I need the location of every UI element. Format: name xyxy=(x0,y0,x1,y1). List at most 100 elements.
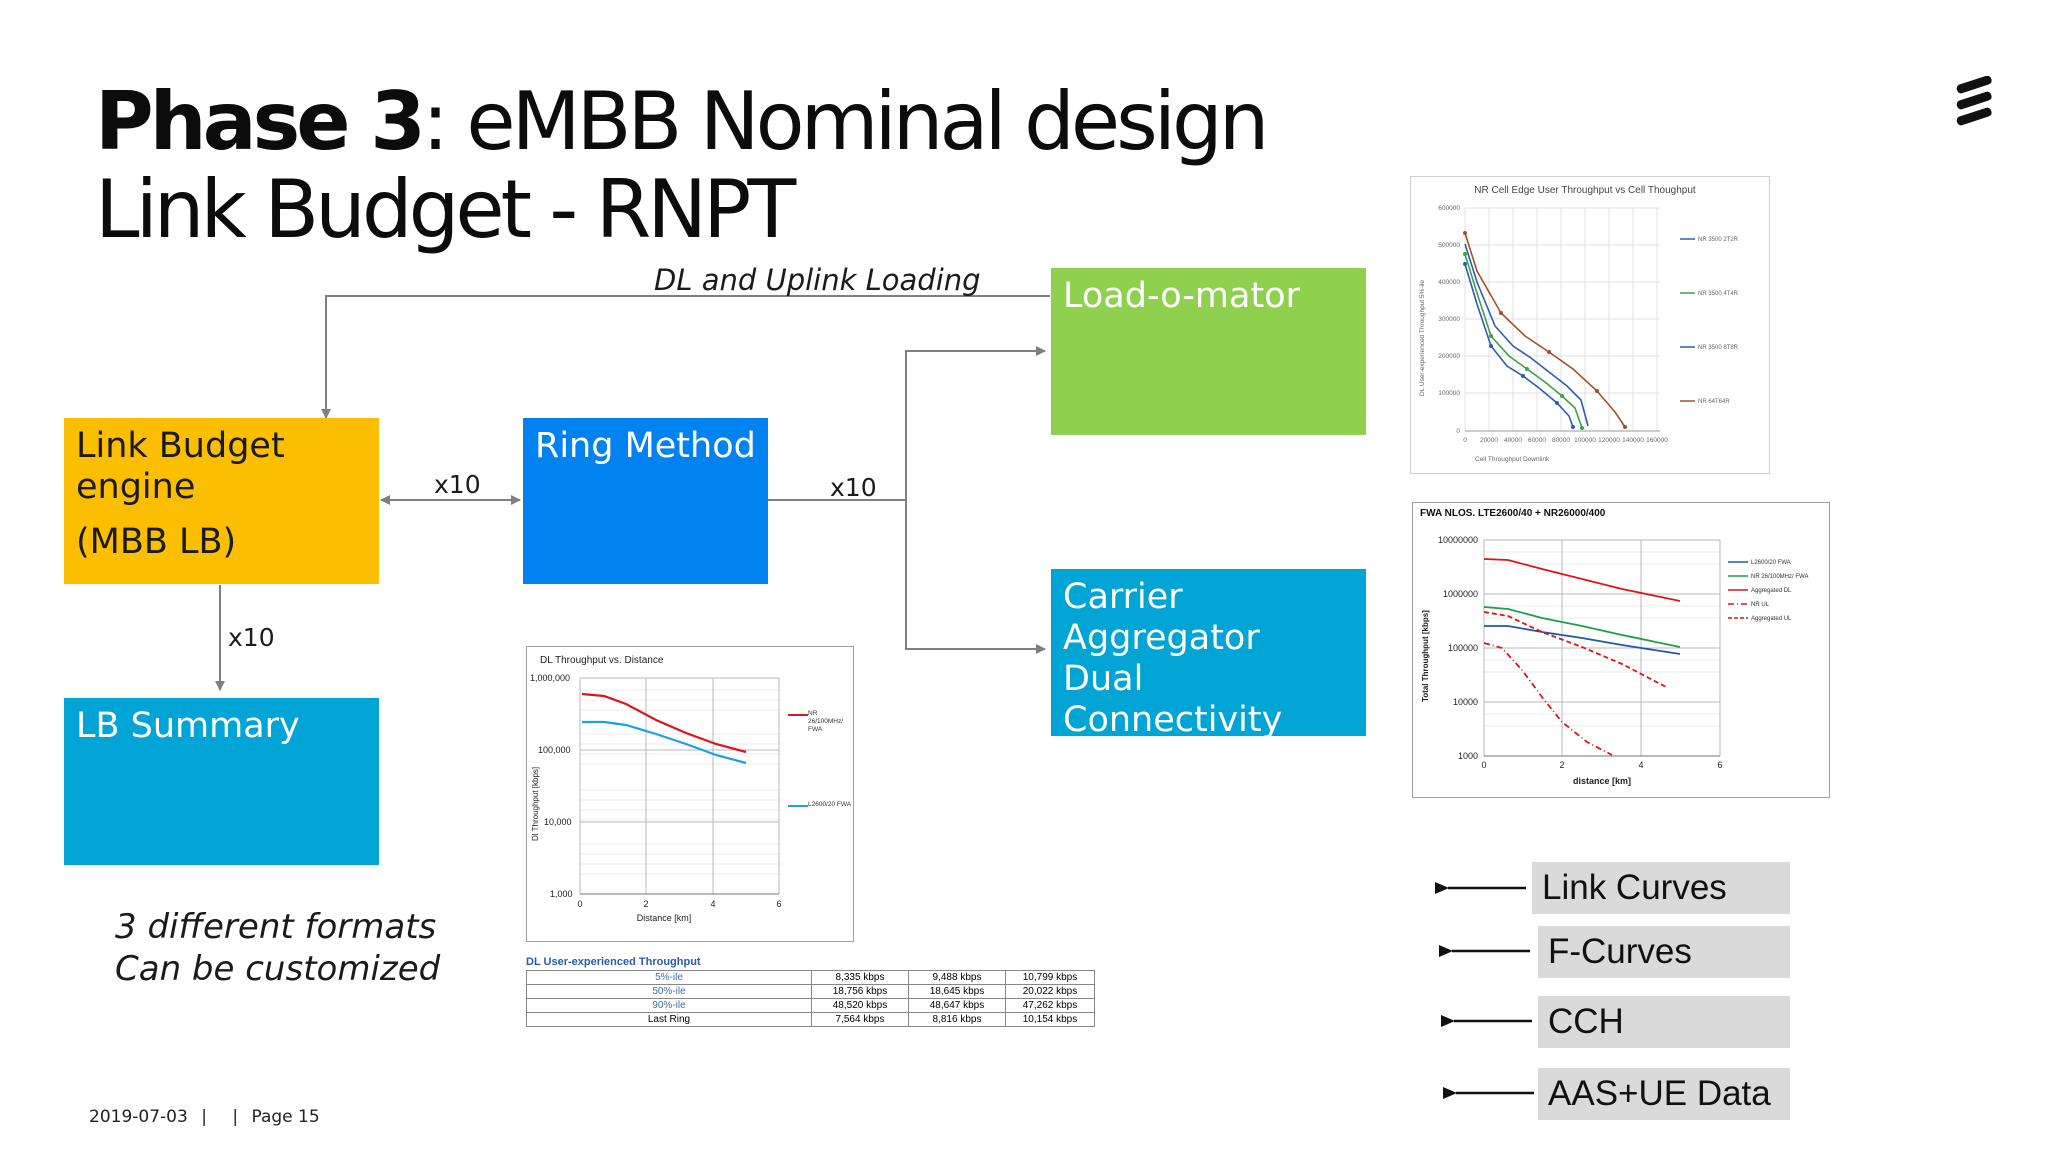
slide-title: Phase 3: eMBB Nominal design Link Budget… xyxy=(95,75,1270,256)
table-cell: 48,647 kbps xyxy=(908,998,1006,1013)
c1-ytick-1: 500000 xyxy=(1438,242,1460,249)
c2-series-aggregated-dl xyxy=(1483,558,1681,602)
c1-xtick-8: 160000 xyxy=(1646,437,1668,444)
table-cell: 8,816 kbps xyxy=(908,1012,1006,1027)
flow-label: DL and Uplink Loading xyxy=(654,263,981,297)
multiplier-engine-ring: x10 xyxy=(434,470,481,499)
c1-series-8t8r xyxy=(1464,243,1589,427)
chart1-ylabel: DL User-experienced Throughput 5%-ile xyxy=(1419,280,1426,396)
c2-series-nr-fwa xyxy=(1483,606,1681,648)
c1-xtick-0: 0 xyxy=(1463,437,1467,444)
c1-ytick-6: 0 xyxy=(1456,428,1460,435)
c2-ytick-4: 1000 xyxy=(1458,751,1478,761)
c1-ytick-2: 400000 xyxy=(1438,279,1460,286)
table-cell: 47,262 kbps xyxy=(1005,998,1095,1013)
ring-method-box[interactable]: Ring Method xyxy=(523,418,768,584)
c2-legend-2: Aggregated DL xyxy=(1751,588,1792,594)
table-cell: 48,520 kbps xyxy=(811,998,909,1013)
note-line1: 3 different formats xyxy=(115,907,437,947)
chart2-xlabel: distance [km] xyxy=(1573,776,1631,786)
link-curves-label[interactable]: Link Curves xyxy=(1532,862,1790,914)
c2-series-l2600 xyxy=(1484,625,1681,655)
chart2-ylabel: Total Throughput [kbps] xyxy=(1421,610,1430,702)
c1-ytick-0: 600000 xyxy=(1438,205,1460,212)
c2-ytick-0: 10000000 xyxy=(1438,535,1478,545)
c2-legend-3: NR UL xyxy=(1751,602,1770,608)
chart3-ylabel: Dl Throughput [kbps] xyxy=(531,767,540,841)
lb-engine-line2: engine xyxy=(76,467,196,507)
carrier-line2: Aggregator xyxy=(1063,618,1260,658)
throughput-table: 5%-ile 8,335 kbps 9,488 kbps 10,799 kbps… xyxy=(526,970,1095,1027)
lb-engine-line1: Link Budget xyxy=(76,426,285,466)
cch-label[interactable]: CCH xyxy=(1538,996,1790,1048)
lb-summary-label: LB Summary xyxy=(76,706,300,746)
carrier-line3: Dual Connectivity xyxy=(1063,659,1283,740)
c3-ytick-3: 1,000 xyxy=(550,889,573,899)
table-row: 50%-ile 18,756 kbps 18,645 kbps 20,022 k… xyxy=(526,984,1095,999)
c1-legend-0: NR 3500 2T2R xyxy=(1698,237,1739,243)
ericsson-logo xyxy=(1956,76,1992,126)
chart3-title: DL Throughput vs. Distance xyxy=(540,655,664,666)
c1-xtick-2: 40000 xyxy=(1504,437,1522,444)
to-carrier-arrow xyxy=(905,500,1046,654)
table-cell: 20,022 kbps xyxy=(1005,984,1095,999)
c1-ytick-4: 200000 xyxy=(1438,353,1460,360)
c1-ytick-5: 100000 xyxy=(1438,390,1460,397)
table-cell: 8,335 kbps xyxy=(811,970,909,985)
carrier-aggregator-box[interactable]: Carrier Aggregator Dual Connectivity xyxy=(1051,569,1366,740)
chart1-xlabel: Cell Throughput Downlink xyxy=(1475,456,1550,463)
load-o-mator-box[interactable]: Load-o-mator xyxy=(1051,268,1366,435)
c2-legend-4: Aggregated UL xyxy=(1751,616,1792,622)
c1-legend-2: NR 3500 8T8R xyxy=(1698,345,1739,351)
c1-xtick-4: 80000 xyxy=(1552,437,1570,444)
carrier-line1: Carrier xyxy=(1063,577,1183,617)
ring-method-label: Ring Method xyxy=(535,426,756,466)
table-cell: Last Ring xyxy=(526,1012,812,1027)
table-cell: 5%-ile xyxy=(526,970,812,985)
c2-xtick-0: 0 xyxy=(1481,760,1486,770)
c3-xtick-1: 2 xyxy=(643,899,648,909)
c3-xtick-2: 4 xyxy=(710,899,715,909)
formats-note: 3 different formats Can be customized xyxy=(115,906,440,990)
c3-series-nr xyxy=(581,692,747,754)
title-line2: Link Budget - RNPT xyxy=(95,163,796,256)
note-line2: Can be customized xyxy=(115,949,441,989)
chart3-xlabel: Distance [km] xyxy=(637,913,692,923)
c1-xtick-3: 60000 xyxy=(1528,437,1546,444)
multiplier-ring-out: x10 xyxy=(830,473,877,502)
link-budget-engine-box[interactable]: Link Budget engine (MBB LB) xyxy=(64,418,379,584)
footer-date: 2019-07-03 xyxy=(89,1107,188,1127)
c2-legend-0: L2600/20 FWA xyxy=(1751,560,1791,566)
c1-legend-1: NR 3500 4T4R xyxy=(1698,291,1739,297)
c2-series-nr-ul xyxy=(1483,642,1613,756)
title-rest: : eMBB Nominal design xyxy=(421,75,1270,168)
fwa-nlos-chart: FWA NLOS. LTE2600/40 + NR26000/400 10000… xyxy=(1412,502,1830,798)
c2-xtick-2: 4 xyxy=(1638,760,1643,770)
loading-feedback-line xyxy=(321,295,1050,419)
c2-legend-1: NR 26/100MHz/ FWA xyxy=(1751,574,1808,580)
table-row: 90%-ile 48,520 kbps 48,647 kbps 47,262 k… xyxy=(526,998,1095,1013)
footer-sep1: | xyxy=(201,1107,207,1127)
c2-xtick-3: 6 xyxy=(1717,760,1722,770)
f-curves-label[interactable]: F-Curves xyxy=(1538,926,1790,978)
slide-footer: 2019-07-03 | | Page 15 xyxy=(89,1107,320,1127)
c3-xtick-3: 6 xyxy=(776,899,781,909)
table-title: DL User-experienced Throughput xyxy=(526,956,701,968)
aas-ue-data-label[interactable]: AAS+UE Data xyxy=(1538,1068,1790,1120)
c1-xtick-5: 100000 xyxy=(1574,437,1596,444)
table-cell: 9,488 kbps xyxy=(908,970,1006,985)
c3-ytick-0: 1,000,000 xyxy=(530,673,570,683)
footer-page: Page 15 xyxy=(251,1107,320,1127)
table-cell: 90%-ile xyxy=(526,998,812,1013)
c3-legend-0: NR 26/100MHz/ FWA xyxy=(808,710,844,733)
c3-legend-1: L2600/20 FWA xyxy=(808,801,852,808)
chart1-title: NR Cell Edge User Throughput vs Cell Tho… xyxy=(1474,185,1696,196)
c2-ytick-2: 100000 xyxy=(1448,643,1478,653)
to-load-arrow xyxy=(905,346,1046,649)
multiplier-engine-summary: x10 xyxy=(228,623,275,652)
lb-summary-box[interactable]: LB Summary xyxy=(64,698,379,865)
cell-edge-throughput-chart: NR Cell Edge User Throughput vs Cell Tho… xyxy=(1410,176,1770,474)
c2-series-aggregated-ul xyxy=(1483,611,1669,689)
c3-ytick-2: 10,000 xyxy=(544,817,572,827)
